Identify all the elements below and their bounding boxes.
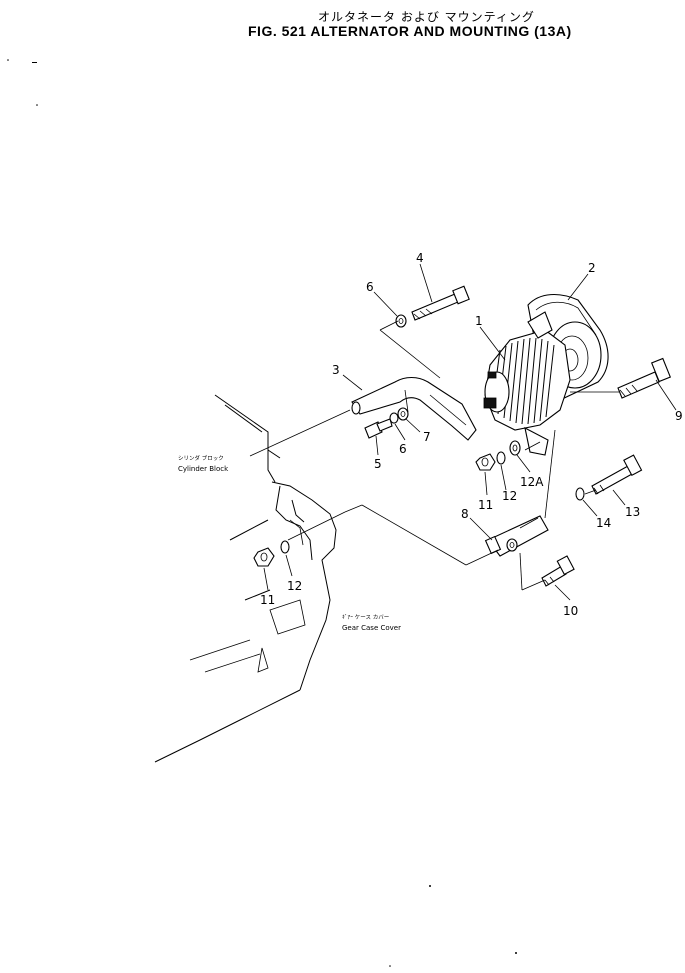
callout-2: 2 [588,261,596,275]
washer-12-upper [496,451,506,465]
washer-6-lower [389,412,399,424]
cylinder-block-label-group: シリンダ ブロック Cylinder Block [178,409,351,473]
gear-case-cover-label-jp: ｷﾞｱｰ ケース カバー [342,614,389,621]
washer-6-upper [395,314,407,328]
nut-11-lower [253,547,275,567]
callout-12-upper: 12 [502,489,517,503]
bolt-4 [411,285,470,321]
callout-13: 13 [625,505,640,519]
bolt-5 [364,418,393,439]
scan-specks [7,59,517,967]
assembly-leader-lines [287,320,620,591]
callout-5: 5 [374,457,382,471]
washer-12A [509,440,521,456]
figure-title: FIG. 521 ALTERNATOR AND MOUNTING (13A) [248,23,572,39]
callout-10: 10 [563,604,578,618]
alternator-assembly [483,294,609,456]
callout-7: 7 [423,430,431,444]
washer-12-lower [280,540,290,554]
cylinder-block-label: Cylinder Block [178,465,229,473]
bolt-10 [541,555,575,587]
gear-case-cover-label-group: ｷﾞｱｰ ケース カバー Gear Case Cover [342,614,401,632]
cooling-fins [491,337,555,425]
gear-case-cover-label: Gear Case Cover [342,624,401,632]
callout-11-lower: 11 [260,593,275,607]
callouts: 1 2 3 4 5 6 6 7 8 9 10 11 12 [260,251,683,618]
washer-14 [575,487,585,501]
callout-6-upper: 6 [366,280,374,294]
callout-6-lower: 6 [399,442,407,456]
mounting-bracket-8 [484,515,549,557]
callout-4: 4 [416,251,424,265]
adjusting-bracket [351,376,477,441]
callout-1: 1 [475,314,483,328]
callout-12-lower: 12 [287,579,302,593]
callout-3: 3 [332,363,340,377]
figure-title-japanese: オルタネータ および マウンティング [318,10,535,24]
engine-block-outline [154,394,337,763]
callout-12A: 12A [520,475,544,489]
nut-7 [397,407,409,421]
callout-9: 9 [675,409,683,423]
cylinder-block-label-jp: シリンダ ブロック [178,454,224,462]
callout-11-upper: 11 [478,498,493,512]
nut-11-upper [475,453,496,471]
callout-14: 14 [596,516,611,530]
bolt-9 [617,357,672,399]
bolt-13 [591,454,643,495]
callout-8: 8 [461,507,469,521]
